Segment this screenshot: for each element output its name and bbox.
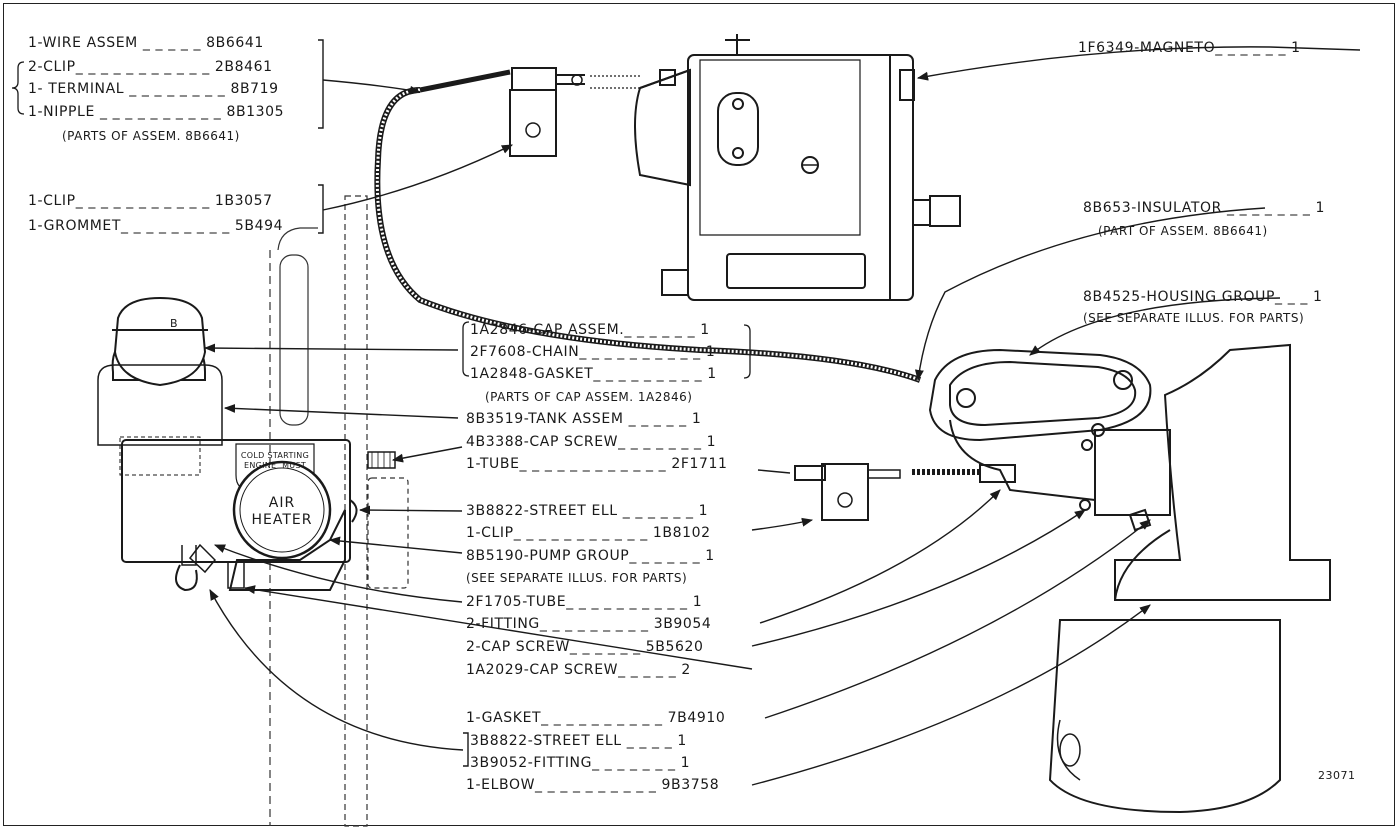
callout-tank-assem: 8B3519-TANK ASSEM _ _ _ _ _ 1 (466, 411, 702, 427)
callout-cap-gasket: 1A2848-GASKET_ _ _ _ _ _ _ _ _ 1 (470, 366, 717, 382)
callout-tube-2f1711: 1-TUBE_ _ _ _ _ _ _ _ _ _ _ _ 2F1711 (466, 456, 728, 472)
callout-street-ell-b: 3B8822-STREET ELL _ _ _ _ 1 (470, 733, 687, 749)
housing-group-drawing (912, 343, 1331, 814)
callout-insulator-note: (PART OF ASSEM. 8B6641) (1098, 224, 1268, 238)
callout-clip-2b8461: 2-CLIP_ _ _ _ _ _ _ _ _ _ _ 2B8461 (28, 59, 273, 75)
callout-wire-assem: 1-WIRE ASSEM _ _ _ _ _ 8B6641 (28, 35, 264, 51)
callout-pump-group: 8B5190-PUMP GROUP_ _ _ _ _ _ 1 (466, 548, 715, 564)
air-heater-drawing (97, 296, 396, 592)
callout-chain: 2F7608-CHAIN_ _ _ _ _ _ _ _ _ _ 1 (470, 344, 716, 360)
leader-lines (203, 39, 1361, 786)
callout-note-assem-8b6641: (PARTS OF ASSEM. 8B6641) (62, 129, 240, 143)
callout-clip-1b8102: 1-CLIP_ _ _ _ _ _ _ _ _ _ _ 1B8102 (466, 525, 711, 541)
callout-nipple: 1-NIPPLE _ _ _ _ _ _ _ _ _ _ 8B1305 (28, 104, 285, 120)
air-heater-label: AIR HEATER (251, 495, 313, 528)
figure-number: 23071 (1318, 769, 1356, 782)
tube-clip-drawing (794, 463, 901, 521)
callout-elbow: 1-ELBOW_ _ _ _ _ _ _ _ _ _ 9B3758 (466, 777, 720, 793)
callout-grommet: 1-GROMMET_ _ _ _ _ _ _ _ _ 5B494 (28, 218, 284, 234)
diagram-frame (3, 3, 1395, 826)
magneto-drawing (590, 34, 961, 301)
cap-letter: B (170, 317, 179, 330)
callout-braces (11, 61, 751, 379)
callout-cap-screw-1a2029: 1A2029-CAP SCREW_ _ _ _ _ 2 (466, 662, 691, 678)
callout-cap-screw-5b5620: 2-CAP SCREW_ _ _ _ _ _ 5B5620 (466, 639, 704, 655)
callout-pump-note: (SEE SEPARATE ILLUS. FOR PARTS) (466, 571, 688, 585)
cold-starting-label: COLD STARTING ENGINE MUST (240, 451, 310, 470)
callout-tube-2f1705: 2F1705-TUBE_ _ _ _ _ _ _ _ _ _ 1 (466, 594, 703, 610)
callout-fitting-3b9052: 3B9052-FITTING_ _ _ _ _ _ _ 1 (470, 755, 691, 771)
callout-housing-group: 8B4525-HOUSING GROUP_ _ _ 1 (1083, 289, 1323, 305)
callout-housing-note: (SEE SEPARATE ILLUS. FOR PARTS) (1083, 311, 1305, 325)
callout-clip-1b3057: 1-CLIP_ _ _ _ _ _ _ _ _ _ _ 1B3057 (28, 193, 273, 209)
callout-cap-screw-4b3388: 4B3388-CAP SCREW_ _ _ _ _ _ _ 1 (466, 434, 717, 450)
callout-magneto: 1F6349-MAGNETO_ _ _ _ _ _ 1 (1078, 40, 1301, 56)
callout-cap-assem-note: (PARTS OF CAP ASSEM. 1A2846) (485, 390, 693, 404)
callout-insulator: 8B653-INSULATOR _ _ _ _ _ _ _ 1 (1083, 200, 1326, 216)
callout-cap-assem: 1A2846-CAP ASSEM._ _ _ _ _ _ 1 (470, 322, 710, 338)
callout-gasket-7b4910: 1-GASKET_ _ _ _ _ _ _ _ _ _ 7B4910 (466, 710, 726, 726)
wire-assembly-drawing (374, 67, 922, 383)
callout-terminal: 1- TERMINAL _ _ _ _ _ _ _ _ 8B719 (28, 81, 279, 97)
callout-street-ell-a: 3B8822-STREET ELL _ _ _ _ _ _ 1 (466, 503, 709, 519)
callout-fitting-3b9054: 2-FITTING_ _ _ _ _ _ _ _ _ 3B9054 (466, 616, 712, 632)
